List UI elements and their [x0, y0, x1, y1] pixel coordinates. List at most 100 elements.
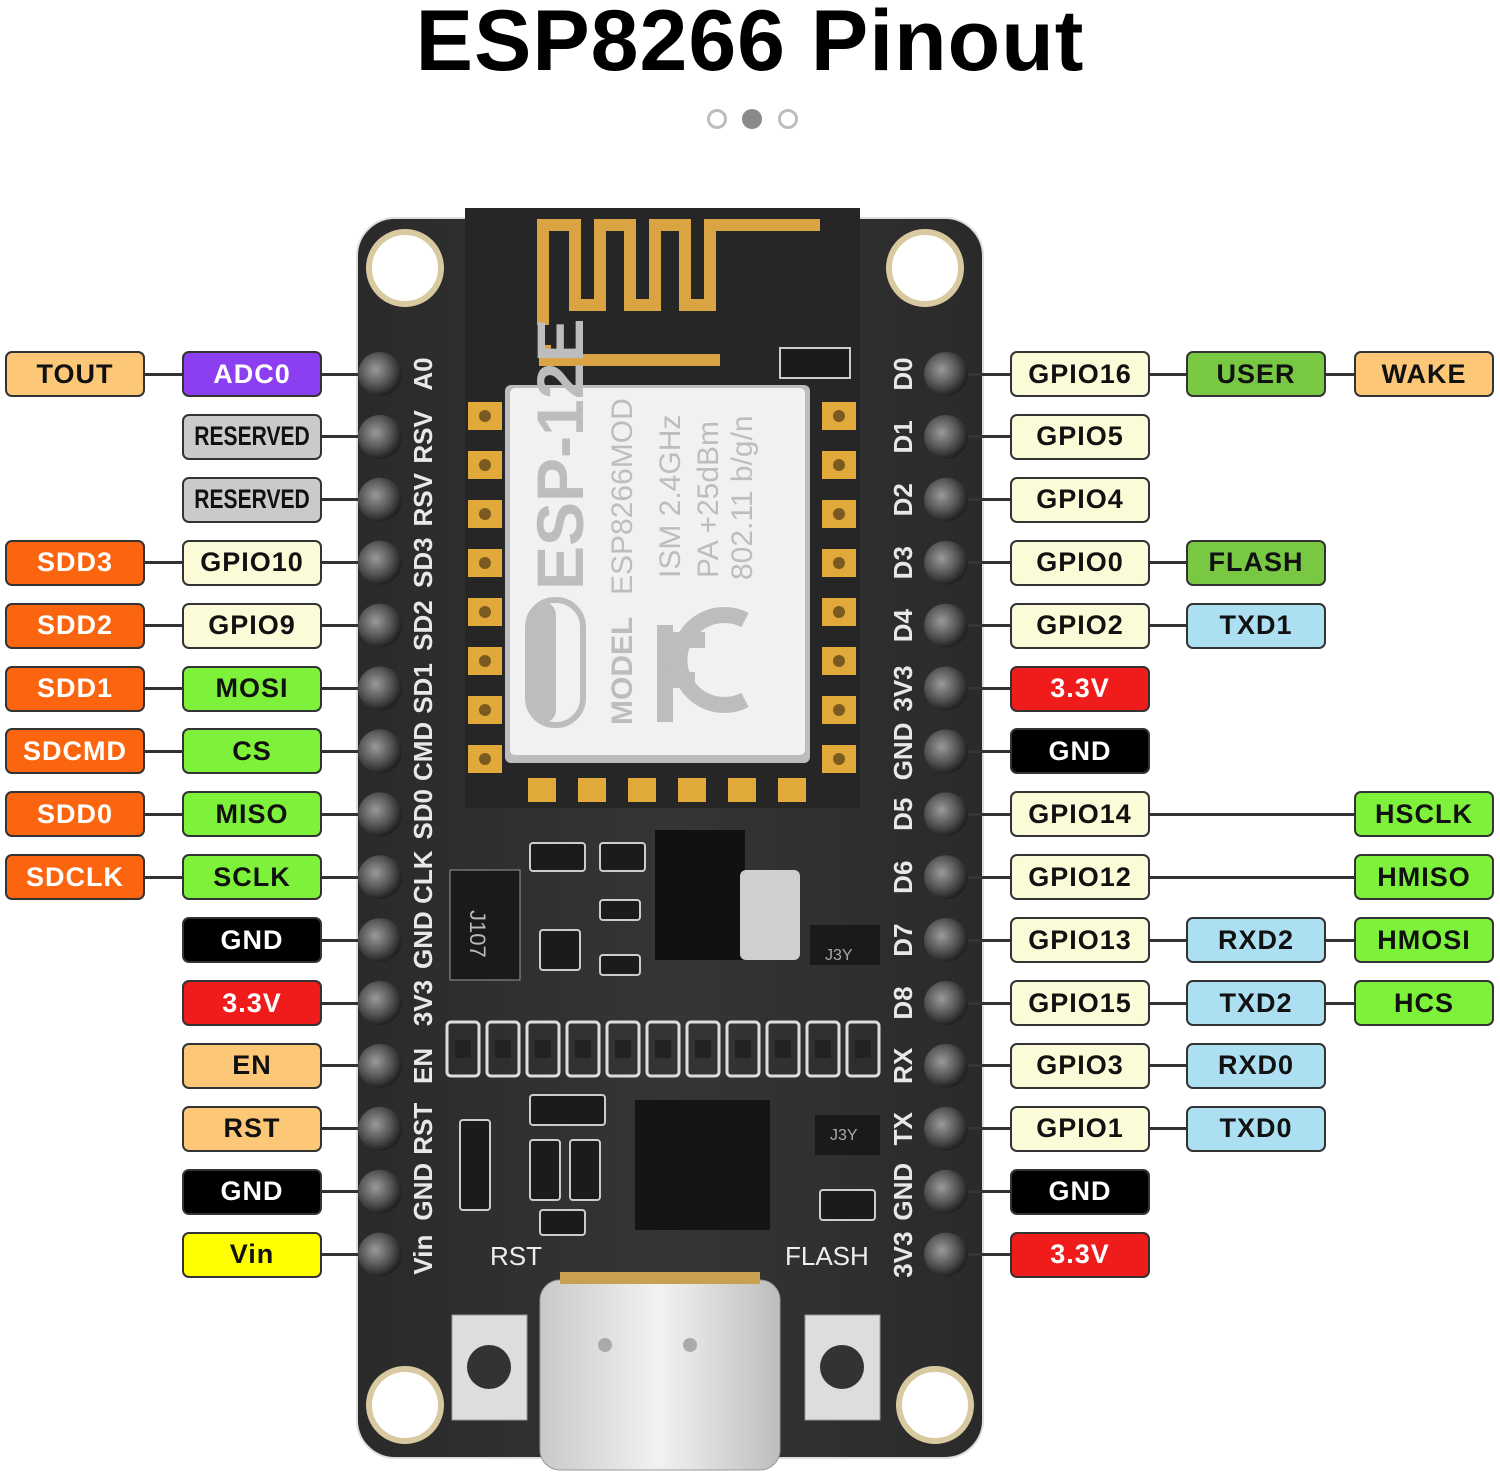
pin-label-text: GPIO16 — [1028, 358, 1132, 389]
header-pin — [358, 1043, 402, 1088]
pin-label-text: CS — [232, 735, 272, 766]
pin-label-text: GPIO15 — [1028, 987, 1132, 1018]
connector-line — [968, 435, 1010, 439]
header-pin — [358, 918, 402, 963]
mount-hole — [366, 1366, 444, 1444]
smd-component — [599, 954, 641, 976]
rst-button[interactable] — [451, 1314, 528, 1421]
connector-line — [1326, 938, 1354, 942]
pin-label-text: 3.3V — [1050, 673, 1110, 703]
connector-line — [145, 749, 182, 753]
header-pin — [924, 352, 968, 396]
pin-silk-label: A0 — [408, 357, 438, 390]
header-pin — [358, 729, 402, 774]
header-pin — [358, 603, 402, 648]
pin-label-tout: TOUT — [5, 351, 145, 397]
standard-text: 802.11 b/g/n — [726, 415, 759, 580]
pin-silk-label: SD1 — [408, 663, 438, 714]
pin-label-gpio3: GPIO3 — [1010, 1042, 1150, 1089]
pin-label-sdd1: SDD1 — [5, 665, 145, 712]
smd-component — [539, 929, 581, 971]
pin-silk-label: 3V3 — [888, 1231, 918, 1277]
pin-label-text: RXD0 — [1217, 1050, 1295, 1081]
pin-silk-label: D8 — [888, 986, 918, 1019]
pin-label-text: MOSI — [215, 673, 289, 703]
connector-line — [145, 561, 182, 565]
pin-label-text: GND — [1048, 735, 1112, 766]
pin-label-text: HMOSI — [1377, 924, 1471, 955]
pin-label-text: TOUT — [36, 358, 114, 389]
connector-line — [968, 498, 1010, 502]
pin-label-text: SDCMD — [23, 735, 127, 766]
header-pin — [924, 540, 968, 585]
pin-silk-label: TX — [888, 1112, 918, 1146]
header-pin — [924, 666, 968, 711]
pin-label-cs: CS — [182, 728, 322, 775]
mount-hole — [896, 1366, 974, 1444]
connector-line — [968, 875, 1010, 879]
connector-line — [1150, 875, 1354, 879]
connector-line — [145, 372, 182, 376]
pin-silk-label: D0 — [888, 357, 918, 390]
pin-label-gnd: GND — [1010, 1168, 1150, 1215]
pin-silk-label: RSV — [408, 472, 438, 526]
pin-label-txd2: TXD2 — [1186, 980, 1326, 1026]
transistor-mark: J3Y — [825, 947, 853, 964]
power-text: PA +25dBm — [692, 421, 725, 578]
smd-component — [599, 842, 646, 872]
header-pin — [924, 1106, 968, 1151]
connector-line — [322, 812, 358, 816]
header-pin — [924, 1043, 968, 1088]
connector-line — [322, 372, 358, 376]
pin-silk-label: 3V3 — [408, 980, 438, 1026]
pin-label-text: GPIO5 — [1036, 421, 1124, 452]
pin-label-text: SDCLK — [26, 861, 124, 892]
pin-label-text: EN — [232, 1050, 272, 1081]
connector-line — [1150, 938, 1186, 942]
connector-line — [322, 1190, 358, 1194]
pin-label-gpio1: GPIO1 — [1010, 1105, 1150, 1152]
pin-label-text: WAKE — [1381, 358, 1467, 389]
carousel-dot[interactable] — [742, 109, 762, 129]
carousel-dot[interactable] — [778, 109, 798, 129]
pin-label-gpio14: GPIO14 — [1010, 791, 1150, 838]
pin-label-sdcmd: SDCMD — [5, 728, 145, 775]
header-pin — [358, 352, 402, 396]
pin-label-text: USER — [1216, 358, 1296, 389]
pin-silk-label: D7 — [888, 923, 918, 956]
connector-line — [322, 498, 358, 502]
module-pad — [528, 778, 556, 802]
connector-line — [1150, 1001, 1186, 1005]
connector-line — [322, 624, 358, 628]
model-text: ESP8266MOD — [606, 398, 639, 595]
pin-label-text: GND — [1048, 1176, 1112, 1207]
pin-label-gpio15: GPIO15 — [1010, 980, 1150, 1026]
header-pin — [358, 1169, 402, 1214]
connector-line — [1150, 561, 1186, 565]
header-pin — [924, 918, 968, 963]
pin-silk-label: SD2 — [408, 600, 438, 651]
pin-label-text: GPIO9 — [208, 610, 296, 641]
pin-label-mosi: MOSI — [182, 665, 322, 712]
pin-label-reserved: RESERVED — [182, 476, 322, 523]
pin-label-hsclk: HSCLK — [1354, 791, 1494, 838]
pin-label-gpio2: GPIO2 — [1010, 602, 1150, 649]
model-label-text: MODEL — [606, 617, 639, 725]
connector-line — [322, 749, 358, 753]
pin-label-text: 3.3V — [1050, 1239, 1110, 1270]
usb-c-port[interactable] — [539, 1272, 781, 1471]
mount-hole — [366, 229, 444, 307]
header-pin — [358, 477, 402, 522]
pin-label-rxd2: RXD2 — [1186, 917, 1326, 964]
connector-line — [145, 687, 182, 690]
pin-label-gpio0: GPIO0 — [1010, 539, 1150, 586]
header-pin — [924, 477, 968, 522]
smd-footprint — [725, 1020, 761, 1078]
flash-button[interactable] — [804, 1314, 881, 1421]
module-pad — [628, 778, 656, 802]
esp12e-module: ESP-12E ESP8266MOD MODEL ISM 2.4GHz PA +… — [505, 319, 810, 763]
pin-silk-label: CMD — [408, 722, 438, 781]
smd-footprint — [845, 1020, 881, 1078]
pin-label-adc0: ADC0 — [182, 351, 322, 397]
carousel-dot[interactable] — [707, 109, 727, 129]
